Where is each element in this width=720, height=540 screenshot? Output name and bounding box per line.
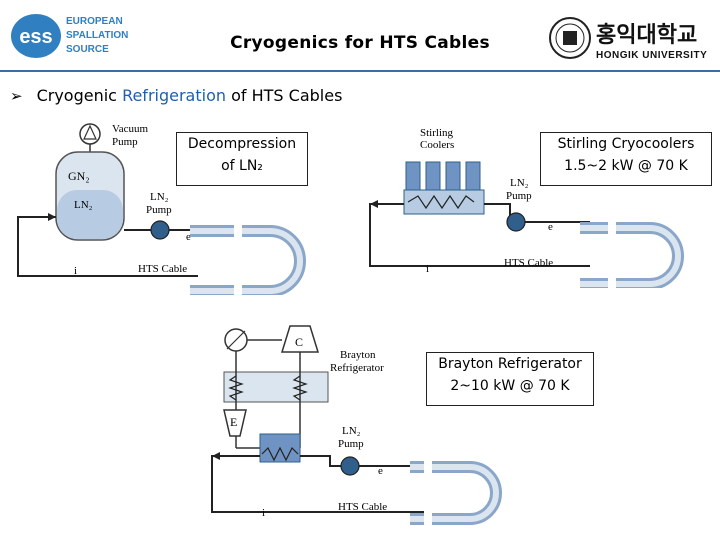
ln2-pump-icon bbox=[506, 212, 526, 232]
e-label: e bbox=[186, 231, 191, 243]
callout-brayton: Brayton Refrigerator 2~10 kW @ 70 K bbox=[426, 352, 594, 406]
hongik-korean-name: 홍익대학교 bbox=[596, 23, 697, 48]
return-line bbox=[211, 455, 430, 513]
ess-logo-line3: SOURCE bbox=[66, 44, 109, 55]
i-label: i bbox=[74, 265, 77, 277]
callout-stirling-line2: 1.5~2 kW @ 70 K bbox=[564, 158, 688, 174]
decompression-cable-loop bbox=[190, 219, 306, 295]
heat-exchanger-coil-icon bbox=[407, 194, 475, 210]
ln2-liquid bbox=[57, 190, 123, 239]
valve-diagonal bbox=[226, 330, 246, 350]
stirling-diagram: Stirling Coolers LN₂ Pump e i HTS Cable bbox=[369, 127, 590, 275]
bullet-point: ➢ Cryogenic Refrigeration of HTS Cables bbox=[10, 86, 342, 105]
ess-logo-mark bbox=[11, 14, 61, 58]
ln2-hx-coil-icon bbox=[261, 446, 299, 462]
ln2-pump-label2: Pump bbox=[506, 190, 532, 202]
i-label: i bbox=[426, 263, 429, 275]
ln2-pump-icon bbox=[150, 220, 170, 240]
ess-logo: ess EUROPEAN SPALLATION SOURCE bbox=[11, 14, 128, 58]
callout-brayton-line2: 2~10 kW @ 70 K bbox=[450, 378, 570, 394]
callout-decompression: Decompression of LN₂ bbox=[176, 132, 308, 186]
ln2-label: LN₂ bbox=[74, 199, 93, 211]
return-line bbox=[369, 203, 590, 267]
vacuum-pump-symbol bbox=[83, 124, 97, 140]
stirling-label1: Stirling bbox=[420, 127, 454, 139]
ln2-pump-label1: LN₂ bbox=[342, 425, 361, 437]
hts-cable-core bbox=[190, 228, 303, 294]
cable-break-icon bbox=[608, 216, 616, 288]
i-label: i bbox=[262, 507, 265, 519]
bullet-highlight: Refrigeration bbox=[122, 86, 226, 105]
stirling-cooler-icon bbox=[425, 161, 441, 191]
vacuum-label: Vacuum bbox=[112, 123, 148, 135]
stirling-cooler-icon bbox=[465, 161, 481, 191]
compressor-icon bbox=[280, 325, 320, 353]
slide-title: Cryogenics for HTS Cables bbox=[230, 33, 490, 53]
decompression-diagram: Vacuum Pump GN₂ LN₂ LN₂ Pump e i HTS Cab… bbox=[17, 123, 198, 277]
pump-label: Pump bbox=[112, 136, 138, 148]
hts-cable-label: HTS Cable bbox=[504, 257, 553, 269]
callout-stirling-line1: Stirling Cryocoolers bbox=[557, 136, 695, 152]
bullet-prefix: Cryogenic bbox=[36, 86, 123, 105]
ess-logo-line2: SPALLATION bbox=[66, 30, 128, 41]
arrow-bullet-icon: ➢ bbox=[10, 87, 23, 105]
hongik-seal-icon bbox=[549, 17, 591, 59]
e-label: e bbox=[548, 221, 553, 233]
expander-label: E bbox=[230, 415, 237, 429]
return-line bbox=[17, 216, 198, 277]
hongik-logo: 홍익대학교 HONGIK UNIVERSITY bbox=[549, 17, 707, 61]
hts-cable-core bbox=[580, 225, 681, 287]
hongik-english-name: HONGIK UNIVERSITY bbox=[596, 50, 707, 61]
recuperator-coil-icon bbox=[228, 375, 244, 401]
flow-arrow-icon bbox=[370, 200, 378, 208]
hongik-seal-center bbox=[563, 31, 577, 45]
compressor-label: C bbox=[295, 335, 303, 349]
hts-cable-label: HTS Cable bbox=[338, 501, 387, 513]
flow-arrow-icon bbox=[48, 213, 56, 221]
cable-break-icon bbox=[424, 455, 432, 525]
hongik-seal-inner bbox=[555, 23, 585, 53]
hts-cable bbox=[580, 222, 684, 288]
callout-brayton-line1: Brayton Refrigerator bbox=[438, 356, 582, 372]
hts-cable-label: HTS Cable bbox=[138, 263, 187, 275]
hts-cable bbox=[410, 461, 502, 525]
flow-arrow-icon bbox=[212, 452, 220, 460]
ess-logo-line1: EUROPEAN bbox=[66, 16, 123, 27]
stirling-cooler-icon bbox=[405, 161, 421, 191]
cable-break-icon bbox=[234, 219, 242, 295]
brayton-label2: Refrigerator bbox=[330, 362, 384, 374]
heat-exchanger bbox=[403, 189, 485, 215]
recuperator bbox=[223, 371, 329, 403]
ln2-pump-label2: Pump bbox=[146, 204, 172, 216]
ln2-pump-label1: LN₂ bbox=[150, 191, 169, 203]
expander-icon bbox=[223, 409, 247, 437]
brayton-cable-loop bbox=[410, 455, 502, 525]
stirling-cooler-icon bbox=[445, 161, 461, 191]
ess-logo-mark-text: ess bbox=[19, 26, 52, 48]
stirling-cable-loop bbox=[580, 216, 684, 288]
bullet-suffix: of HTS Cables bbox=[226, 86, 343, 105]
gn2-label: GN₂ bbox=[68, 169, 90, 183]
stirling-label2: Coolers bbox=[420, 139, 454, 151]
hts-cable bbox=[190, 225, 306, 295]
brayton-label1: Brayton bbox=[340, 349, 376, 361]
ln2-pump-label2: Pump bbox=[338, 438, 364, 450]
ln2-pump-icon bbox=[340, 456, 360, 476]
hts-cable-core bbox=[410, 464, 499, 522]
ln2-pump-label1: LN₂ bbox=[510, 177, 529, 189]
brayton-diagram: C Brayton Refrigerator E LN₂ Pump e i HT… bbox=[211, 325, 430, 519]
recuperator-coil-icon bbox=[292, 375, 308, 401]
e-label: e bbox=[378, 465, 383, 477]
callout-decompression-line2: of LN₂ bbox=[221, 158, 263, 174]
supply-line bbox=[484, 203, 590, 223]
title-divider bbox=[0, 70, 720, 72]
callout-stirling: Stirling Cryocoolers 1.5~2 kW @ 70 K bbox=[540, 132, 712, 186]
supply-line bbox=[300, 455, 430, 467]
callout-decompression-line1: Decompression bbox=[187, 136, 297, 152]
